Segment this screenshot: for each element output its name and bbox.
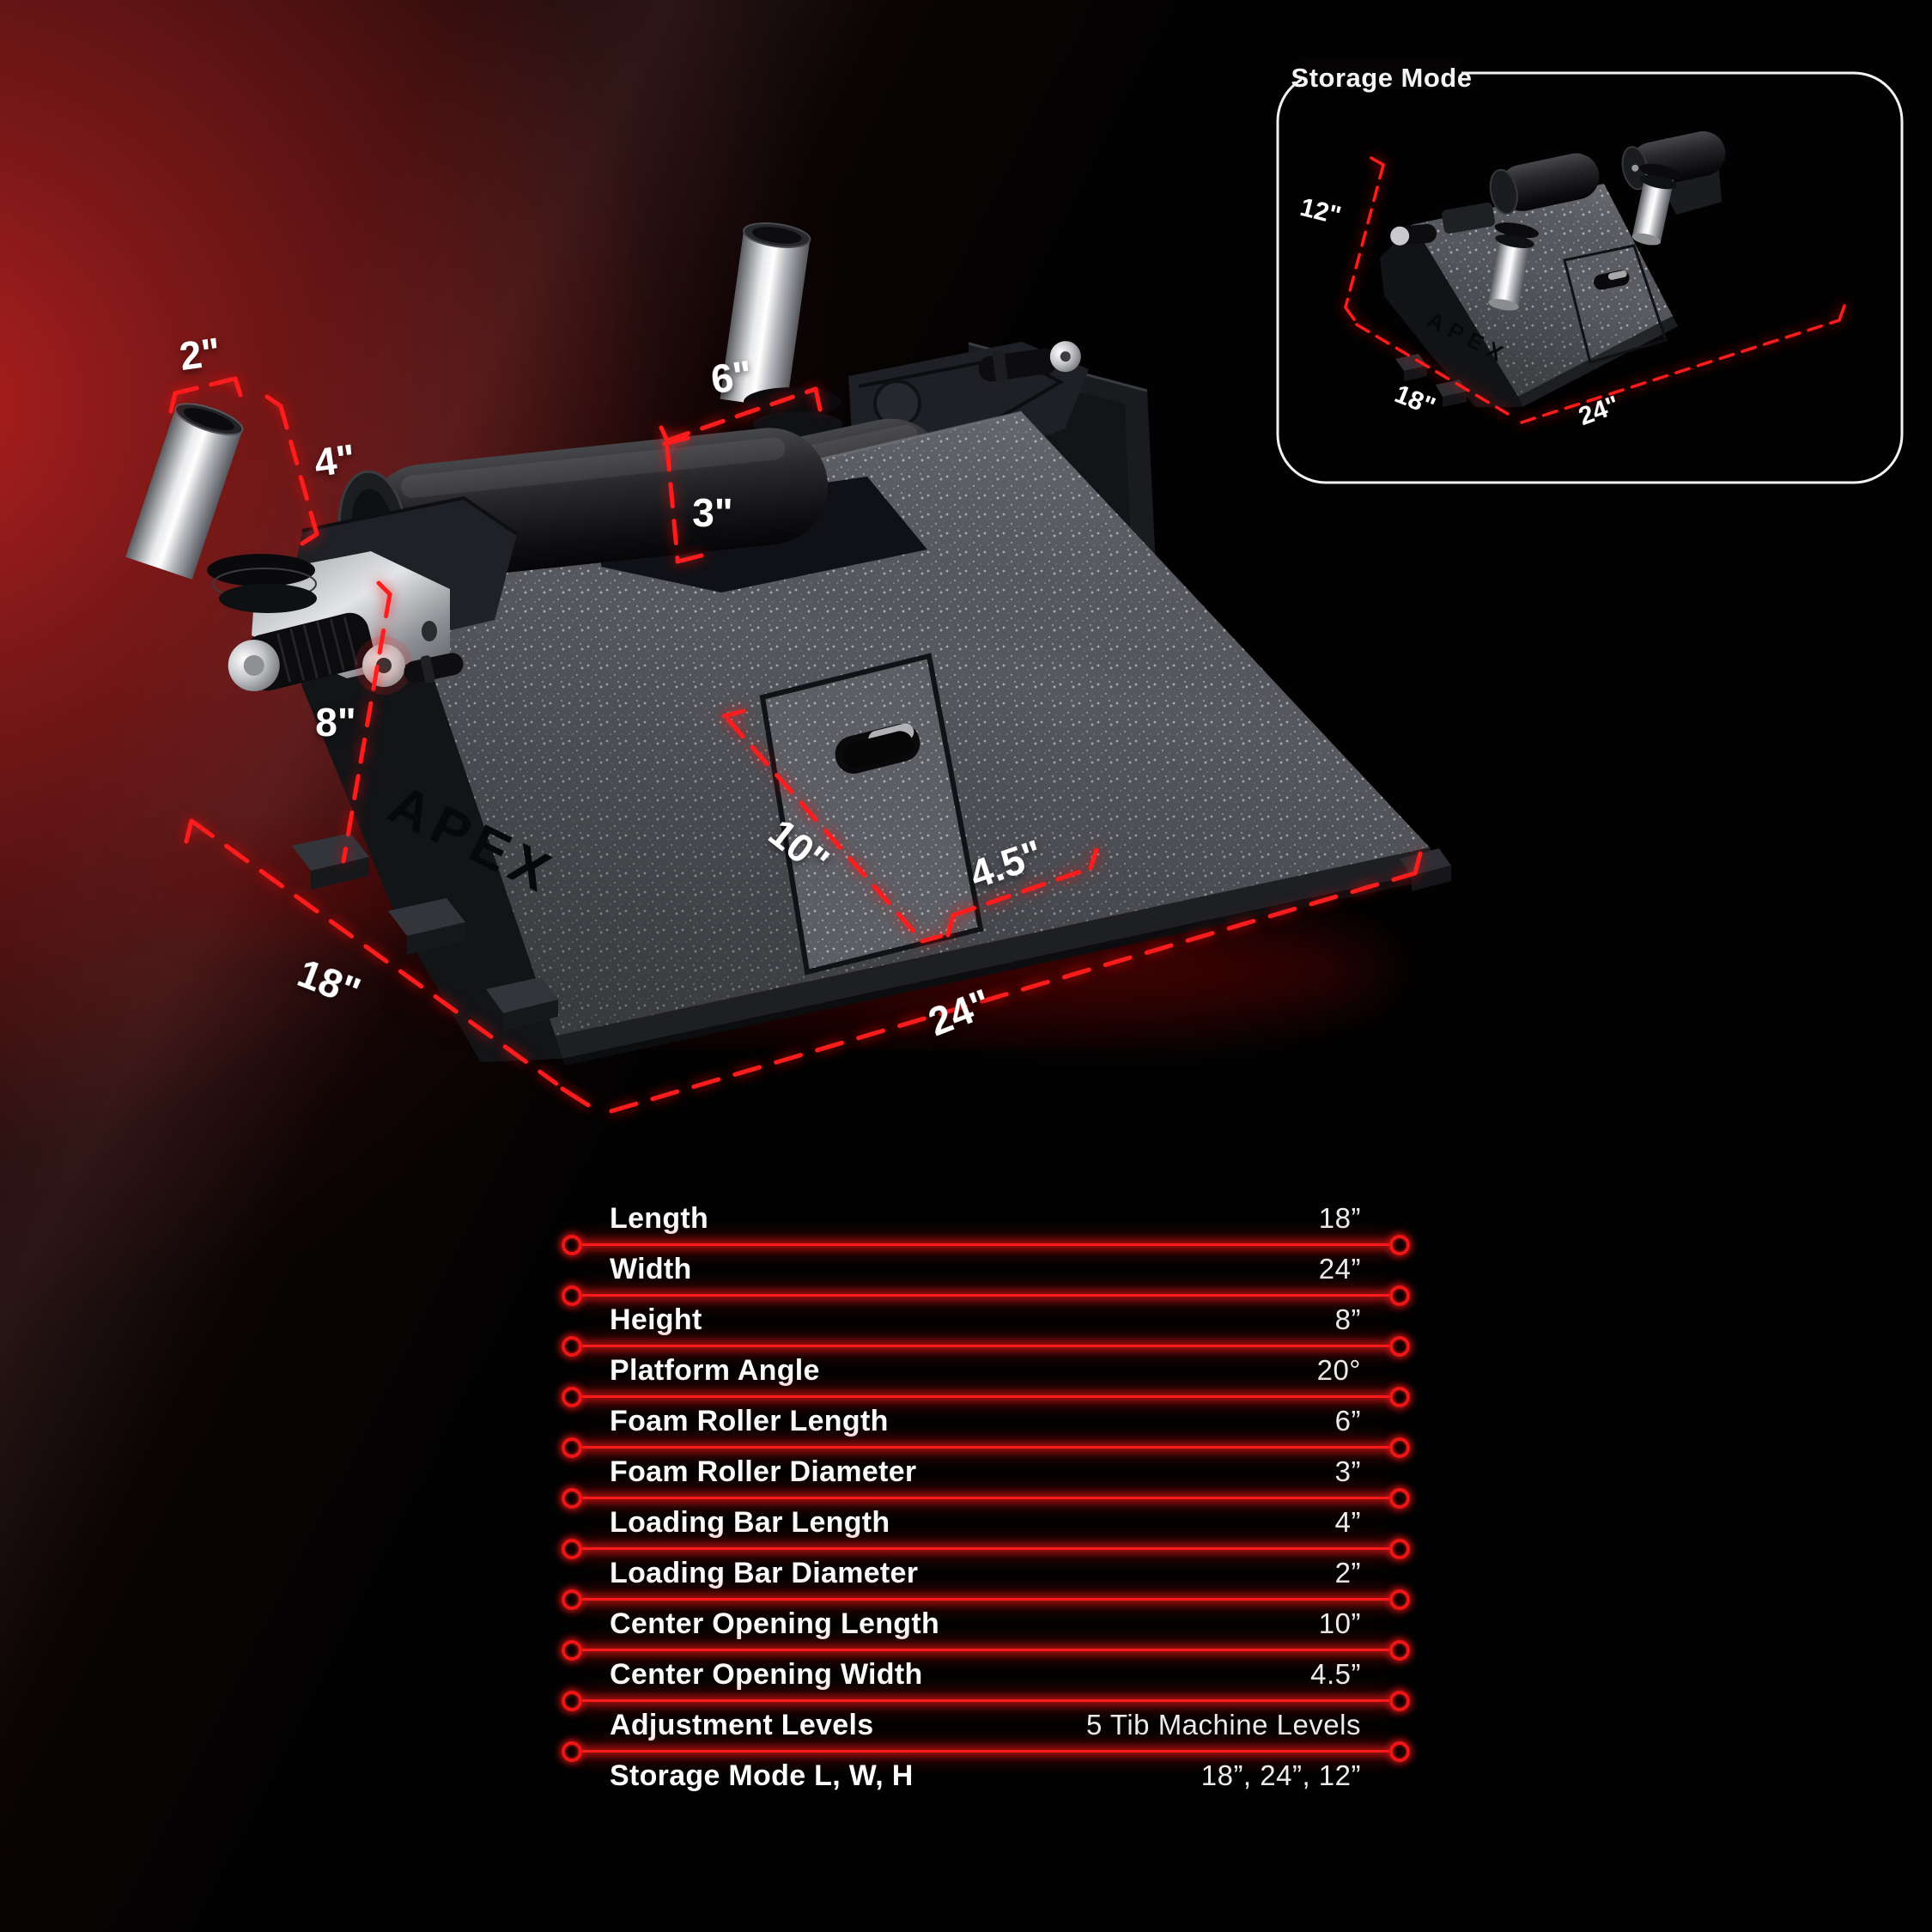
- divider-line: [562, 1539, 1410, 1559]
- inset-dim-height: 12": [1297, 193, 1344, 231]
- line-end-ring: [562, 1488, 582, 1509]
- divider-line: [562, 1336, 1410, 1357]
- inset-dim-width: 24": [1575, 391, 1623, 431]
- divider-line: [562, 1589, 1410, 1610]
- line-end-ring: [1389, 1589, 1410, 1610]
- line-end-ring: [1389, 1235, 1410, 1255]
- storage-mode-inset: Storage Mode: [1276, 58, 1904, 484]
- spec-label: Platform Angle: [610, 1354, 820, 1387]
- spec-value: 2”: [1334, 1557, 1361, 1589]
- dimension-lines: [168, 376, 1423, 1114]
- dim-length: 18": [292, 951, 367, 1015]
- line-end-ring: [1389, 1539, 1410, 1559]
- spec-value: 8”: [1334, 1303, 1361, 1335]
- spec-value: 4”: [1334, 1506, 1361, 1538]
- spec-label: Storage Mode L, W, H: [610, 1759, 914, 1792]
- spec-value: 4.5”: [1310, 1658, 1361, 1690]
- spec-label: Loading Bar Diameter: [610, 1557, 919, 1589]
- divider-line: [562, 1285, 1410, 1306]
- line-end-ring: [562, 1741, 582, 1762]
- line-end-ring: [562, 1539, 582, 1559]
- dim-bar-diameter: 2": [177, 329, 223, 379]
- table-row: Center Opening Width 4.5”: [560, 1651, 1412, 1711]
- inset-border: [1276, 71, 1904, 484]
- right-loading-bar: [720, 222, 811, 409]
- table-row: Width 24”: [560, 1246, 1412, 1306]
- divider-line: [562, 1235, 1410, 1255]
- table-row: Loading Bar Diameter 2”: [560, 1550, 1412, 1610]
- panel-handle-slot: [835, 723, 920, 774]
- line-end-ring: [1389, 1336, 1410, 1357]
- line-end-ring: [1389, 1387, 1410, 1407]
- table-row: Platform Angle 20°: [560, 1347, 1412, 1407]
- spec-value: 18”: [1318, 1202, 1361, 1234]
- table-row: Loading Bar Length 4”: [560, 1499, 1412, 1559]
- spec-label: Foam Roller Length: [610, 1405, 889, 1437]
- table-row: Adjustment Levels 5 Tib Machine Levels: [560, 1702, 1412, 1762]
- center-panel: [759, 653, 984, 975]
- table-row: Foam Roller Length 6”: [560, 1398, 1412, 1458]
- table-row: Height 8”: [560, 1297, 1412, 1357]
- spec-value: 5 Tib Machine Levels: [1085, 1709, 1361, 1741]
- adjustment-pin: [978, 341, 1081, 384]
- line-end-ring: [1389, 1285, 1410, 1306]
- spec-value: 18”, 24”, 12”: [1200, 1759, 1361, 1791]
- divider-line: [562, 1640, 1410, 1661]
- dim-roller-diameter: 3": [692, 490, 732, 535]
- inset-product-render: APEX: [1380, 131, 1726, 407]
- spec-label: Adjustment Levels: [610, 1709, 874, 1741]
- spec-value: 20°: [1316, 1354, 1361, 1386]
- spec-label: Foam Roller Diameter: [610, 1455, 917, 1488]
- line-end-ring: [562, 1336, 582, 1357]
- dimension-labels: 2" 4" 6" 3" 8" 10" 4.5" 18" 24": [177, 329, 1048, 1044]
- inset-dim-length: 18": [1391, 380, 1439, 421]
- spec-value: 10”: [1318, 1607, 1361, 1639]
- line-end-ring: [1389, 1741, 1410, 1762]
- spec-label: Height: [610, 1303, 702, 1336]
- platform-front-edge: [554, 848, 1441, 1059]
- inset-dimension-lines: [1344, 156, 1846, 424]
- left-bar-collar: [207, 554, 317, 613]
- line-end-ring: [1389, 1691, 1410, 1711]
- spec-value: 3”: [1334, 1455, 1361, 1487]
- line-end-ring: [562, 1387, 582, 1407]
- spec-value: 24”: [1318, 1253, 1361, 1285]
- spec-label: Center Opening Length: [610, 1607, 940, 1640]
- spec-label: Loading Bar Length: [610, 1506, 890, 1539]
- inset-title: Storage Mode: [1291, 63, 1473, 93]
- line-end-ring: [562, 1691, 582, 1711]
- dim-height: 8": [315, 700, 355, 744]
- spec-value: 6”: [1334, 1405, 1361, 1437]
- divider-line: [562, 1488, 1410, 1509]
- line-end-ring: [1389, 1488, 1410, 1509]
- dim-bar-length: 4": [312, 435, 358, 485]
- table-row: Center Opening Length 10”: [560, 1601, 1412, 1661]
- divider-line: [562, 1691, 1410, 1711]
- line-end-ring: [1389, 1437, 1410, 1458]
- line-end-ring: [562, 1235, 582, 1255]
- divider-line: [562, 1741, 1410, 1762]
- side-plate: APEX: [283, 550, 566, 1062]
- line-end-ring: [562, 1437, 582, 1458]
- table-row: Storage Mode L, W, H 18”, 24”, 12”: [560, 1753, 1412, 1803]
- line-end-ring: [562, 1640, 582, 1661]
- spec-label: Width: [610, 1253, 692, 1285]
- spec-table: Length 18” Width 24” Height 8” Platform Ang…: [560, 1195, 1412, 1803]
- pivot-washer: [355, 636, 464, 695]
- divider-line: [562, 1387, 1410, 1407]
- dim-roller-length: 6": [708, 352, 755, 402]
- left-loading-bar: [125, 403, 244, 580]
- platform-feet: [292, 833, 1451, 1030]
- table-row: Length 18”: [560, 1195, 1412, 1255]
- line-end-ring: [562, 1285, 582, 1306]
- knurled-knob: [228, 612, 374, 691]
- line-end-ring: [1389, 1640, 1410, 1661]
- main-product-render: APEX: [125, 222, 1451, 1066]
- divider-line: [562, 1437, 1410, 1458]
- spec-label: Center Opening Width: [610, 1658, 923, 1691]
- table-row: Foam Roller Diameter 3”: [560, 1449, 1412, 1509]
- line-end-ring: [562, 1589, 582, 1610]
- spec-label: Length: [610, 1202, 709, 1235]
